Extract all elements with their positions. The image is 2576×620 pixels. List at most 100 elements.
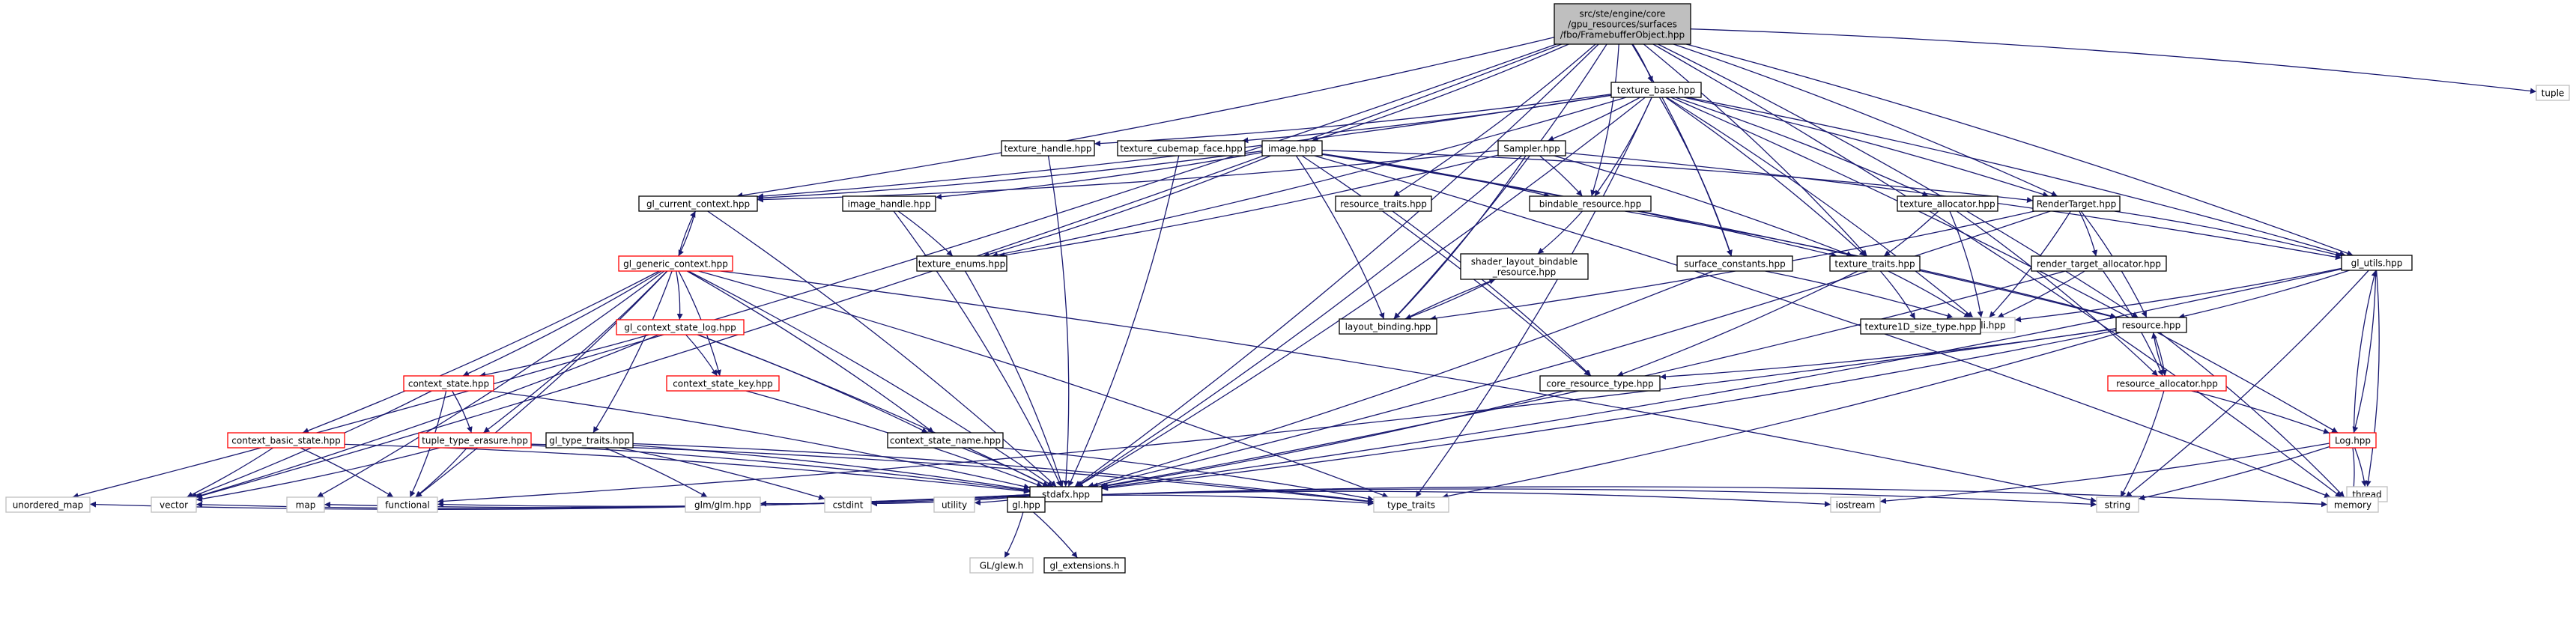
node-stdafx[interactable]: stdafx.hpp <box>1029 486 1103 502</box>
node-box <box>2536 85 2570 101</box>
edge-texture_base-to-texture_allocator <box>1675 97 1929 197</box>
node-label: bindable_resource.hpp <box>1539 199 1641 210</box>
node-context-basic-state[interactable]: context_basic_state.hpp <box>227 432 345 449</box>
node-gl-context-state-log[interactable]: gl_context_state_log.hpp <box>616 319 745 335</box>
node-sampler[interactable]: Sampler.hpp <box>1497 140 1566 156</box>
node-label: gl_generic_context.hpp <box>623 259 728 270</box>
node-vector: vector <box>151 496 197 513</box>
node-texture1d-size-type[interactable]: texture1D_size_type.hpp <box>1860 318 1981 335</box>
node-gl-extensions[interactable]: gl_extensions.h <box>1043 557 1126 574</box>
edge-context_state-to-tuple_type_erasure <box>452 390 473 434</box>
edge-log-to-gl_utils <box>2353 270 2378 434</box>
edge-render_target-to-gl_utils <box>2114 210 2342 258</box>
edge-texture_allocator-to-resource_allocator <box>1956 210 2159 377</box>
node-label: vector <box>160 500 188 511</box>
node-resource-traits[interactable]: resource_traits.hpp <box>1335 195 1432 212</box>
node-resource[interactable]: resource.hpp <box>2115 317 2187 333</box>
node-context-state-name[interactable]: context_state_name.hpp <box>887 432 1004 449</box>
node-label: render_target_allocator.hpp <box>2037 259 2161 270</box>
edge-context_basic_state-to-vector <box>187 447 273 498</box>
node-box <box>2096 496 2139 513</box>
edge-texture_allocator-to-texture_traits <box>1883 210 1939 257</box>
edge-root-to-stdafx <box>1074 43 1599 487</box>
node-bindable-resource[interactable]: bindable_resource.hpp <box>1529 195 1652 212</box>
edge-context_state_name-to-stdafx <box>962 447 1049 487</box>
edge-root-to-unordered_map <box>72 43 1557 499</box>
edge-render_target-to-render_target_allocator <box>2079 210 2098 257</box>
node-box <box>2327 496 2379 513</box>
edge-image-to-core_resource_type <box>1301 155 1591 377</box>
node-texture-cubemap-face[interactable]: texture_cubemap_face.hpp <box>1117 140 1246 156</box>
node-texture-base[interactable]: texture_base.hpp <box>1610 82 1702 98</box>
node-core-resource-type[interactable]: core_resource_type.hpp <box>1539 375 1661 392</box>
node-functional: functional <box>377 496 438 513</box>
node-render-target[interactable]: RenderTarget.hpp <box>2032 195 2121 212</box>
node-label: /fbo/FramebufferObject.hpp <box>1560 30 1685 40</box>
node-context-state[interactable]: context_state.hpp <box>403 375 494 392</box>
node-texture-traits[interactable]: texture_traits.hpp <box>1829 255 1921 272</box>
node-texture-enums[interactable]: texture_enums.hpp <box>916 255 1007 272</box>
node-surface-constants[interactable]: surface_constants.hpp <box>1676 255 1793 272</box>
edge-texture_traits-to-texture1d_size_type <box>1879 270 1916 320</box>
node-box <box>1117 140 1246 156</box>
node-box <box>545 432 634 449</box>
edge-resource-to-functional <box>437 328 2117 505</box>
edge-gl_current_context-to-gl_generic_context <box>678 210 696 257</box>
node-gl-utils[interactable]: gl_utils.hpp <box>2341 255 2413 271</box>
node-box <box>1339 318 1437 335</box>
node-shader-layout[interactable]: shader_layout_bindable_resource.hpp <box>1460 253 1589 280</box>
node-box <box>1554 3 1691 45</box>
node-gl-generic-context[interactable]: gl_generic_context.hpp <box>618 255 733 272</box>
node-layout-binding[interactable]: layout_binding.hpp <box>1339 318 1437 335</box>
node-box <box>1373 496 1449 513</box>
edge-texture_base-to-texture_traits <box>1665 97 1866 257</box>
edge-root-to-gl_utils <box>1686 43 2354 256</box>
node-gl-type-traits[interactable]: gl_type_traits.hpp <box>545 432 634 449</box>
node-gl-current-context[interactable]: gl_current_context.hpp <box>638 195 758 212</box>
edge-resource-to-memory <box>2159 332 2345 498</box>
edge-texture_cubemap_face-to-stdafx <box>1067 155 1180 487</box>
edge-gl_context_state_log-to-context_state <box>479 334 649 378</box>
node-image[interactable]: image.hpp <box>1261 140 1323 156</box>
node-gl-hpp[interactable]: gl.hpp <box>1007 496 1046 513</box>
node-label: resource_allocator.hpp <box>2116 379 2218 389</box>
edge-layout_binding-to-shader_layout <box>1404 279 1496 320</box>
edge-core_resource_type-to-stdafx <box>1101 390 1564 489</box>
node-log[interactable]: Log.hpp <box>2329 432 2377 449</box>
node-label: glm/glm.hpp <box>694 500 751 511</box>
node-label: Log.hpp <box>2335 436 2371 446</box>
edge-image-to-render_target <box>1321 150 2034 203</box>
node-iostream: iostream <box>1830 496 1881 513</box>
node-texture-handle[interactable]: texture_handle.hpp <box>1001 140 1095 156</box>
node-box <box>2032 195 2121 212</box>
edge-gl_utils-to-thread <box>2365 270 2380 487</box>
edge-image-to-layout_binding <box>1295 155 1385 320</box>
edge-texture_base-to-gl_utils <box>1687 97 2346 257</box>
node-texture-allocator[interactable]: texture_allocator.hpp <box>1897 195 1998 212</box>
node-label: type_traits <box>1387 500 1435 511</box>
node-root[interactable]: src/ste/engine/core/gpu_resources/surfac… <box>1554 3 1691 45</box>
edge-root-to-tuple <box>1690 28 2537 94</box>
edge-image_handle-to-texture_enums <box>897 210 954 257</box>
node-resource-allocator[interactable]: resource_allocator.hpp <box>2107 375 2227 392</box>
node-label: memory <box>2334 500 2372 511</box>
node-render-target-allocator[interactable]: render_target_allocator.hpp <box>2031 255 2167 272</box>
node-image-handle[interactable]: image_handle.hpp <box>842 195 936 212</box>
edge-texture_base-to-bindable_resource <box>1594 97 1652 197</box>
edge-stdafx-to-iostream <box>1101 490 1831 508</box>
node-context-state-key[interactable]: context_state_key.hpp <box>666 375 780 392</box>
node-box <box>1539 375 1661 392</box>
node-label: image_handle.hpp <box>848 199 931 210</box>
edge-texture_allocator-to-gli <box>1949 210 1983 318</box>
edge-gl_context_state_log-to-stdafx <box>697 334 1049 487</box>
node-box <box>1529 195 1652 212</box>
edge-log-to-string <box>2138 446 2330 501</box>
node-tuple-type-erasure[interactable]: tuple_type_erasure.hpp <box>418 432 532 449</box>
edge-root-to-layout_binding <box>1393 43 1607 320</box>
node-box <box>969 557 1034 574</box>
node-box <box>618 255 733 272</box>
node-box <box>1830 496 1881 513</box>
edge-texture_base-to-gli <box>1666 97 1974 318</box>
node-box <box>1007 496 1046 513</box>
node-box <box>916 255 1007 272</box>
